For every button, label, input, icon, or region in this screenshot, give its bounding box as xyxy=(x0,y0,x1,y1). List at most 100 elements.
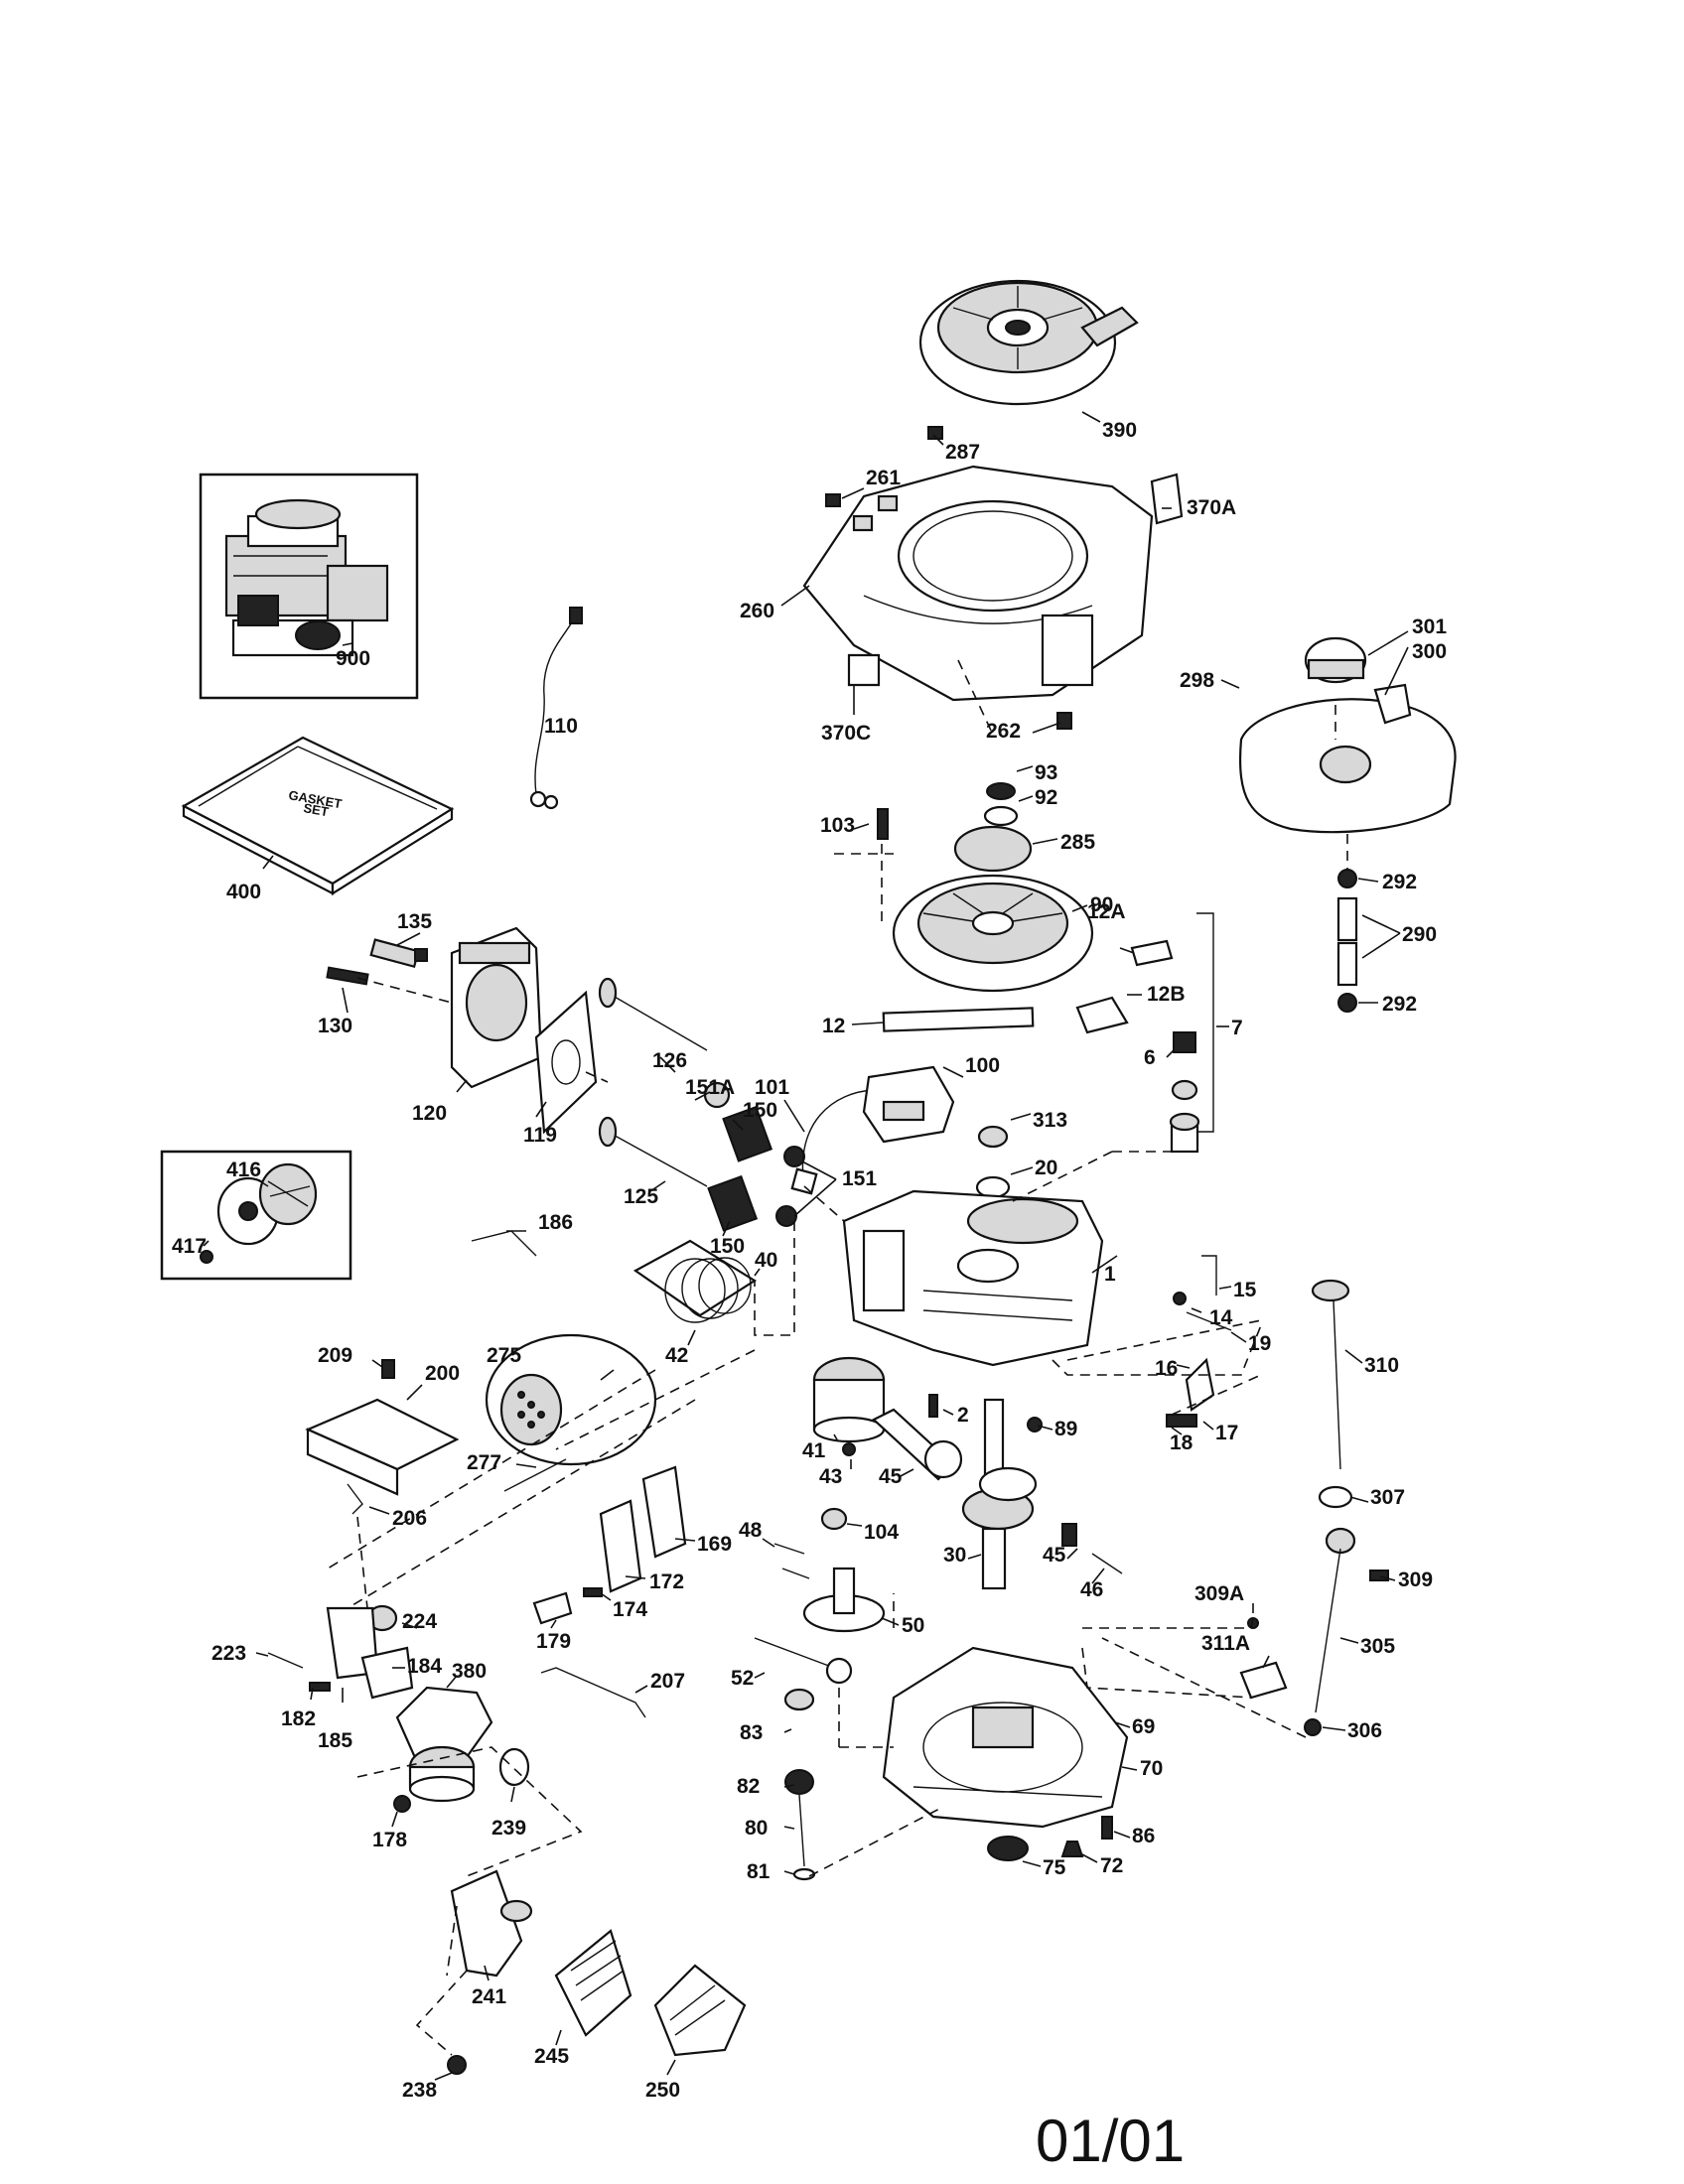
callout-labels: 1 2 6 7 12 12A 12B 14 15 16 17 18 19 20 … xyxy=(172,419,1447,2102)
callout-label: 2 xyxy=(957,1404,969,1427)
callout-label: 6 xyxy=(1144,1046,1156,1069)
callout-label: 151A xyxy=(685,1076,735,1099)
callout-label: 224 xyxy=(402,1610,437,1633)
callout-label: 275 xyxy=(487,1344,521,1367)
callout-label: 14 xyxy=(1209,1306,1233,1329)
valves-and-springs xyxy=(598,977,805,1232)
callout-label: 150 xyxy=(710,1235,745,1258)
callout-label: 100 xyxy=(965,1054,1000,1077)
governor-parts xyxy=(1166,1255,1232,1428)
intake-gaskets xyxy=(532,1465,687,1625)
callout-label: 179 xyxy=(536,1630,571,1653)
callout-label: 48 xyxy=(739,1519,763,1542)
callout-label: 309A xyxy=(1194,1582,1244,1605)
callout-label: 223 xyxy=(211,1642,246,1665)
dipstick xyxy=(1311,1279,1350,1470)
callout-label: 72 xyxy=(1100,1854,1123,1877)
callout-label: 260 xyxy=(740,600,774,622)
page-number: 01/01 xyxy=(1036,2108,1185,2174)
callout-label: 261 xyxy=(866,467,901,489)
callout-label: 52 xyxy=(731,1667,754,1690)
callout-label: 7 xyxy=(1231,1017,1243,1039)
callout-label: 182 xyxy=(281,1707,316,1730)
callout-label: 239 xyxy=(491,1817,526,1840)
callout-label: 292 xyxy=(1382,871,1417,893)
engine-assembly-inset xyxy=(199,473,419,700)
callout-label: 110 xyxy=(544,715,578,738)
gasket-set-text: SET xyxy=(302,800,330,819)
crankshaft xyxy=(961,1398,1038,1590)
seal-89 xyxy=(1027,1417,1043,1433)
callout-label: 200 xyxy=(425,1362,460,1385)
callout-label: 92 xyxy=(1035,786,1057,809)
callout-label: 370A xyxy=(1187,496,1236,519)
callout-label: 82 xyxy=(737,1775,760,1798)
callout-label: 15 xyxy=(1233,1279,1257,1301)
ignition-coil xyxy=(790,1065,955,1195)
callout-label: 169 xyxy=(697,1533,732,1556)
callout-label: 120 xyxy=(412,1102,447,1125)
rod-bolts xyxy=(1061,1523,1123,1574)
muffler-bolt xyxy=(503,1458,567,1492)
callout-label: 101 xyxy=(755,1076,789,1099)
callout-label: 130 xyxy=(318,1015,352,1037)
callout-label: 50 xyxy=(902,1614,924,1637)
callout-label: 42 xyxy=(665,1344,688,1367)
blower-housing xyxy=(802,465,1154,702)
callout-label: 119 xyxy=(523,1124,557,1147)
callout-label: 174 xyxy=(613,1598,647,1621)
callout-label: 290 xyxy=(1402,923,1437,946)
callout-label: 292 xyxy=(1382,993,1417,1016)
bolt-103 xyxy=(877,808,889,840)
callout-label: 89 xyxy=(1054,1418,1077,1440)
air-cleaner xyxy=(447,1869,747,2075)
callout-label: 301 xyxy=(1412,615,1447,638)
throttle-link-207 xyxy=(540,1667,646,1718)
dowel-pin-2 xyxy=(928,1394,938,1418)
callout-label: 45 xyxy=(1043,1544,1066,1567)
callout-label: 241 xyxy=(472,1985,506,2008)
callout-label: 12 xyxy=(822,1015,845,1037)
callout-label: 40 xyxy=(755,1249,777,1272)
callout-label: 416 xyxy=(226,1159,261,1181)
callout-label: 86 xyxy=(1132,1825,1155,1847)
callout-label: 83 xyxy=(740,1721,763,1744)
flywheel xyxy=(892,782,1094,993)
callout-label: 238 xyxy=(402,2079,437,2102)
callout-label: 93 xyxy=(1035,761,1057,784)
callout-label: 126 xyxy=(652,1049,687,1072)
callout-label: 41 xyxy=(802,1439,826,1462)
camshaft-parts xyxy=(754,1507,886,1685)
governor-link-186 xyxy=(471,1230,537,1257)
connecting-rod xyxy=(872,1408,963,1481)
breather-tube xyxy=(882,939,1174,1034)
recoil-starter xyxy=(918,279,1139,406)
callout-label: 250 xyxy=(645,2079,680,2102)
callout-label: 298 xyxy=(1180,669,1214,692)
callout-label: 287 xyxy=(945,441,980,464)
sump-hardware xyxy=(987,1816,1113,1861)
callout-label: 370C xyxy=(821,722,871,745)
callout-label: 313 xyxy=(1033,1109,1067,1132)
cylinder-head xyxy=(450,926,598,1135)
callout-label: 18 xyxy=(1170,1432,1193,1454)
callout-label: 245 xyxy=(534,2045,569,2068)
callout-label: 16 xyxy=(1155,1357,1178,1380)
carburetor xyxy=(395,1686,493,1803)
callout-label: 1 xyxy=(1104,1263,1116,1286)
piston xyxy=(812,1356,886,1456)
callout-label: 400 xyxy=(226,881,261,903)
callout-label: 309 xyxy=(1398,1569,1433,1591)
callout-label: 103 xyxy=(820,814,855,837)
callout-label: 17 xyxy=(1215,1422,1238,1444)
callout-label: 311A xyxy=(1201,1632,1250,1655)
callout-label: 380 xyxy=(452,1660,487,1683)
callout-label: 900 xyxy=(336,647,370,670)
fuel-line xyxy=(1336,869,1358,1013)
crankcase-sump xyxy=(882,1646,1129,1829)
fuel-tank xyxy=(1239,636,1457,834)
callout-leaders xyxy=(203,411,1409,2081)
callout-label: 185 xyxy=(318,1729,352,1752)
muffler xyxy=(485,1333,657,1466)
